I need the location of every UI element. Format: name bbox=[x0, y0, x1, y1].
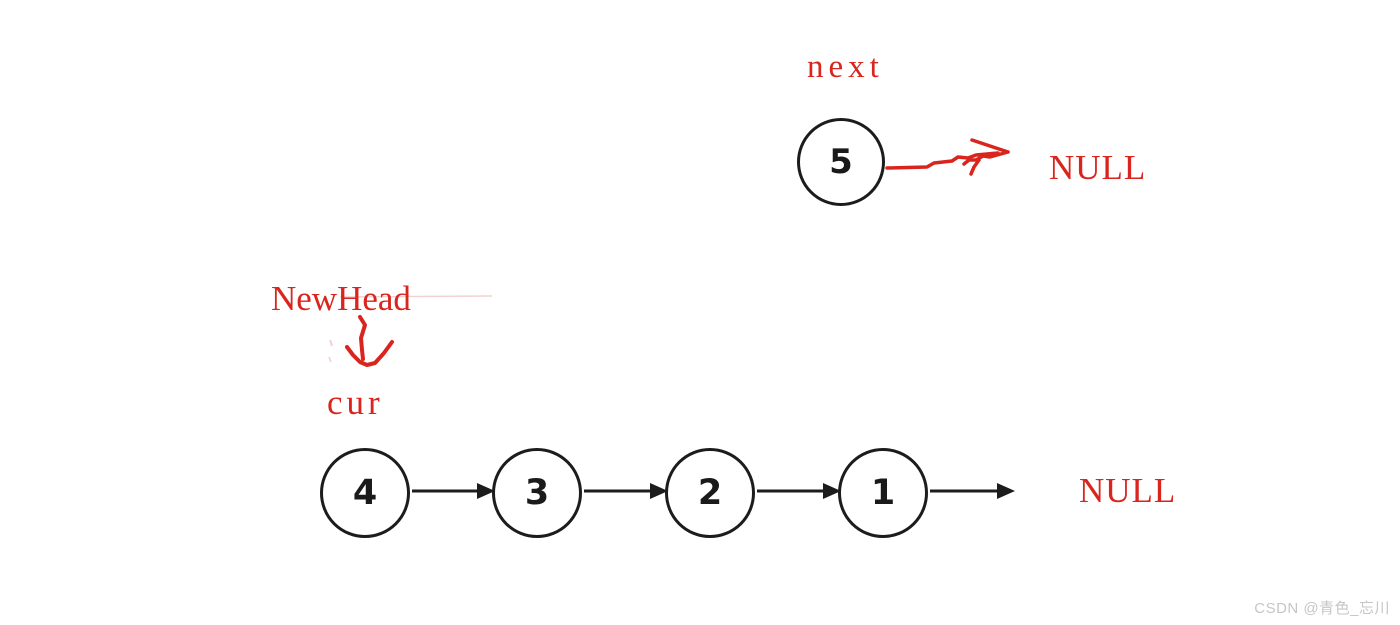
pointer-arrow-1-to-null bbox=[930, 483, 1015, 499]
node-2-value: 2 bbox=[697, 473, 723, 513]
cur-label: cur bbox=[327, 383, 384, 422]
node-5: 5 bbox=[797, 118, 885, 206]
next-null-label: NULL bbox=[1049, 148, 1147, 187]
node-5-value: 5 bbox=[829, 142, 853, 182]
node-3: 3 bbox=[492, 448, 582, 538]
next-pointer-label: next bbox=[807, 49, 884, 85]
watermark: CSDN @青色_忘川 bbox=[1254, 600, 1390, 617]
node-4: 4 bbox=[320, 448, 410, 538]
list-null-label: NULL bbox=[1079, 471, 1177, 510]
node-1: 1 bbox=[838, 448, 928, 538]
red-newhead-down-arrow bbox=[345, 315, 394, 367]
pointer-arrow-4-to-3 bbox=[412, 483, 495, 499]
node-4-value: 4 bbox=[352, 473, 378, 513]
pointer-arrow-2-to-1 bbox=[757, 483, 841, 499]
node-2: 2 bbox=[665, 448, 755, 538]
newhead-label: NewHead bbox=[271, 279, 411, 318]
pointer-arrow-3-to-2 bbox=[584, 483, 668, 499]
node-1-value: 1 bbox=[870, 473, 896, 513]
red-next-arrow bbox=[885, 138, 1010, 176]
node-3-value: 3 bbox=[524, 473, 550, 513]
